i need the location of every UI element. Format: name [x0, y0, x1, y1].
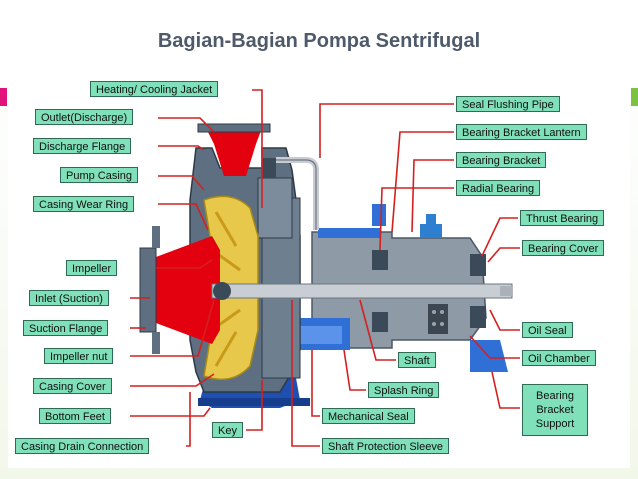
seal-flushing-pipe-outline — [276, 159, 317, 230]
accent-bar-right — [631, 88, 638, 106]
label-casing-cover: Casing Cover — [33, 378, 112, 394]
label-oil-chamber: Oil Chamber — [522, 350, 596, 366]
bolt-dot — [440, 322, 444, 326]
page-title: Bagian-Bagian Pompa Sentrifugal — [157, 30, 481, 52]
label-suction-flange: Suction Flange — [23, 320, 109, 336]
bolt-dot — [432, 322, 436, 326]
leader-lines — [130, 89, 520, 447]
label-inlet-suction: Inlet (Suction) — [29, 290, 109, 306]
label-key: Key — [212, 422, 243, 438]
seal-highlight — [296, 326, 342, 344]
label-bearing-bracket-lantern: Bearing Bracket Lantern — [456, 124, 587, 140]
label-seal-flushing-pipe: Seal Flushing Pipe — [456, 96, 560, 112]
shaft-shape — [211, 283, 513, 299]
label-radial-bearing: Radial Bearing — [456, 180, 541, 196]
base-plate-shape — [198, 398, 310, 406]
outlet-nozzle-shape — [206, 128, 262, 176]
suction-flange-shape — [139, 247, 157, 333]
inlet-suction-shape — [148, 236, 220, 344]
radial-bearing-shape — [372, 250, 388, 332]
oil-sight-block — [428, 304, 448, 334]
label-oil-seal: Oil Seal — [522, 322, 573, 338]
label-pump-casing: Pump Casing — [60, 167, 139, 183]
impeller-nut-shape — [213, 282, 231, 300]
impeller-vanes — [211, 211, 241, 367]
label-impeller-nut: Impeller nut — [44, 348, 114, 364]
label-shaft-protection-sleeve: Shaft Protection Sleeve — [322, 438, 449, 454]
label-heating-cooling-jacket: Heating/ Cooling Jacket — [90, 81, 219, 97]
label-outlet: Outlet(Discharge) — [35, 109, 134, 125]
jacket-port — [262, 158, 276, 178]
bracket-lantern-top — [318, 228, 380, 238]
label-discharge-flange: Discharge Flange — [33, 138, 132, 154]
label-bearing-cover: Bearing Cover — [522, 240, 605, 256]
label-splash-ring: Splash Ring — [368, 382, 440, 398]
oil-fill-plug — [420, 224, 442, 238]
heating-jacket-shape — [257, 177, 293, 239]
bolt-dot — [432, 310, 436, 314]
discharge-flange-shape — [197, 123, 271, 133]
label-casing-drain-connection: Casing Drain Connection — [15, 438, 150, 454]
label-shaft: Shaft — [398, 352, 436, 368]
label-mechanical-seal: Mechanical Seal — [322, 408, 415, 424]
bolt-dot — [440, 310, 444, 314]
suction-flange-lip-bottom — [152, 332, 160, 354]
breather-cap — [372, 204, 386, 226]
label-bottom-feet: Bottom Feet — [39, 408, 111, 424]
label-bearing-bracket-support: Bearing Bracket Support — [522, 384, 588, 436]
oil-fill-cap — [426, 214, 436, 224]
label-thrust-bearing: Thrust Bearing — [520, 210, 605, 226]
shaft-end — [500, 286, 512, 296]
thrust-bearing-shape — [470, 254, 486, 328]
accent-bar-left — [0, 88, 7, 106]
label-impeller: Impeller — [66, 260, 118, 276]
label-bearing-bracket: Bearing Bracket — [456, 152, 547, 168]
suction-flange-lip-top — [152, 226, 160, 248]
label-casing-wear-ring: Casing Wear Ring — [33, 196, 135, 212]
